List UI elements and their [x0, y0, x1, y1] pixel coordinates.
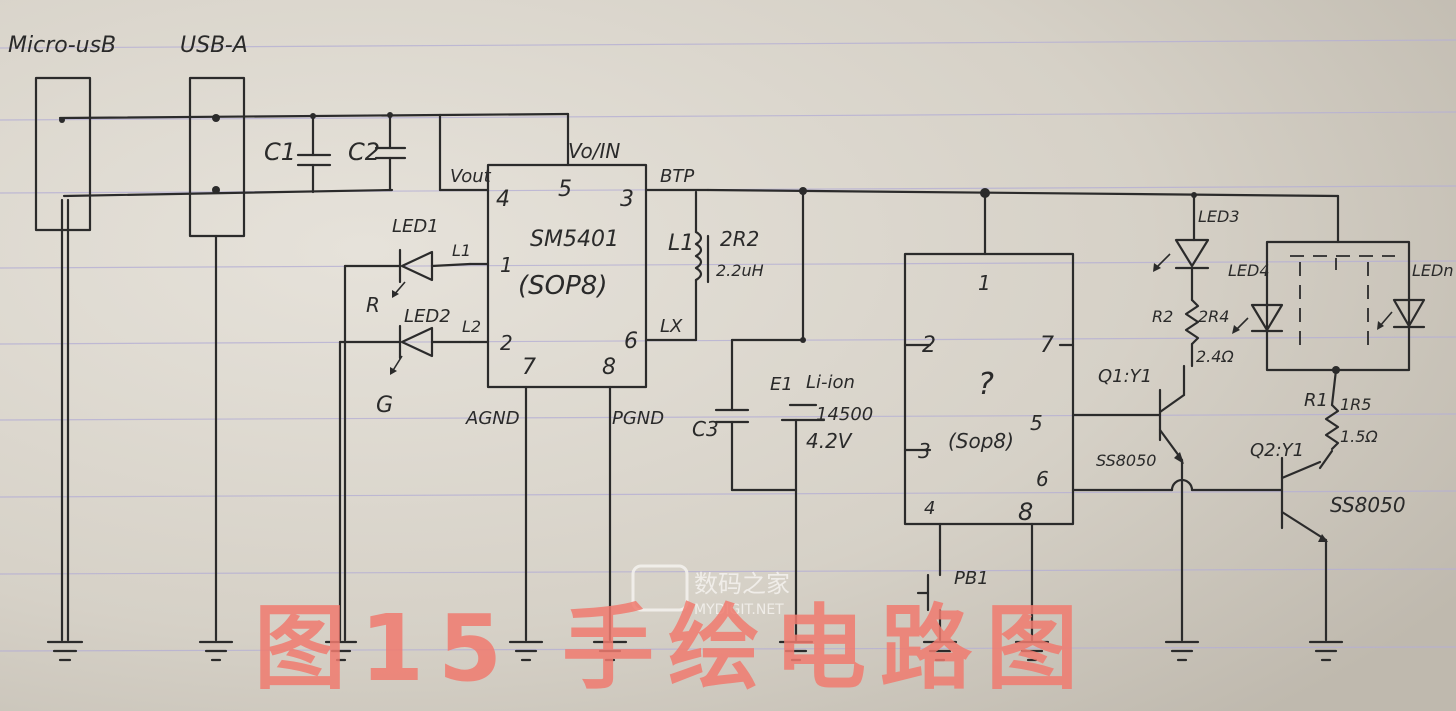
ic1-pin1: 1 — [500, 253, 513, 277]
battery-and-c3 — [714, 189, 826, 642]
transistor-q1 — [1158, 388, 1184, 642]
label-r1-code: 1R5 — [1340, 395, 1371, 414]
label-r2-code: 2R4 — [1198, 307, 1229, 326]
label-usb-a: USB-A — [180, 33, 248, 58]
label-led-g: G — [376, 393, 393, 418]
label-btp: BTP — [660, 166, 694, 187]
label-inductor-value: 2.2uH — [716, 261, 764, 280]
watermark-en: MYDIGIT.NET — [694, 602, 784, 618]
vbus-rail — [58, 112, 570, 198]
label-inductor-code: 2R2 — [720, 227, 759, 251]
label-l1-net: L1 — [452, 241, 471, 260]
label-led1: LED1 — [392, 216, 439, 237]
label-q1-part: SS8050 — [1096, 451, 1156, 470]
ic-sm5401 — [468, 163, 710, 642]
label-battery-type: Li-ion — [806, 372, 855, 393]
ic2-pin6: 6 — [1036, 467, 1049, 491]
ic2-unknown: ? — [978, 367, 994, 402]
watermark-cn: 数码之家 — [694, 570, 790, 598]
capacitor-c2 — [374, 113, 407, 192]
label-e1: E1 — [770, 374, 793, 395]
pushbutton-pb1 — [916, 558, 942, 642]
led2-green — [338, 324, 472, 642]
ic-unknown-sop8 — [903, 191, 1284, 642]
label-pgnd: PGND — [612, 408, 664, 429]
label-c3: C3 — [692, 417, 719, 441]
ic1-pin2: 2 — [500, 331, 513, 355]
ic1-pin3: 3 — [620, 187, 634, 212]
ground-symbols — [46, 640, 1344, 662]
label-lx: LX — [660, 316, 683, 337]
label-battery-size: 14500 — [816, 404, 873, 425]
label-r1-value: 1.5Ω — [1340, 427, 1378, 446]
ic1-pin6: 6 — [624, 329, 638, 354]
label-led4: LED4 — [1228, 261, 1270, 280]
label-led-r: R — [366, 293, 380, 317]
ic2-pin1: 1 — [978, 271, 991, 295]
ic2-pin3: 3 — [918, 439, 931, 463]
led3 — [1153, 193, 1210, 302]
ic1-pin8: 8 — [602, 355, 616, 380]
label-r2-value: 2.4Ω — [1196, 347, 1234, 366]
inductor-l1 — [694, 190, 710, 342]
label-r2: R2 — [1152, 307, 1173, 326]
led1-red — [343, 248, 472, 642]
label-vout: Vout — [450, 166, 492, 187]
label-q2: Q2:Y1 — [1250, 440, 1304, 461]
label-led2: LED2 — [404, 306, 451, 327]
label-micro-usb: Micro-usB — [8, 33, 116, 58]
ic2-pin5: 5 — [1030, 411, 1043, 435]
figure-caption: 图15 手绘电路图 — [254, 595, 1092, 702]
label-inductor: L1 — [668, 231, 694, 256]
led-array — [1232, 240, 1426, 374]
usb-a-connector — [188, 76, 246, 642]
label-l2-net: L2 — [462, 317, 481, 336]
ic1-pin5: 5 — [558, 177, 572, 202]
label-agnd: AGND — [465, 408, 520, 429]
label-r1: R1 — [1304, 390, 1328, 411]
resistor-r2 — [1158, 298, 1200, 414]
ic2-package: (Sop8) — [948, 429, 1014, 453]
ic2-pin2: 2 — [922, 333, 936, 358]
ic1-name: SM5401 — [530, 227, 619, 252]
component-labels: Micro-usB USB-A C1 C2 Vout Vo/IN BTP 4 5… — [8, 33, 1453, 589]
ic2-pin4: 4 — [924, 498, 935, 519]
label-q1: Q1:Y1 — [1098, 366, 1152, 387]
micro-usb-connector — [34, 76, 92, 642]
watermark-logo-icon — [631, 564, 689, 612]
label-c2: C2 — [348, 138, 380, 166]
label-pb1: PB1 — [954, 568, 989, 589]
ic1-pin7: 7 — [522, 355, 536, 380]
watermark: 数码之家 MYDIGIT.NET — [631, 564, 790, 618]
label-q2-part: SS8050 — [1330, 493, 1406, 517]
resistor-r1 — [1318, 368, 1340, 470]
ic2-pin7: 7 — [1040, 333, 1054, 358]
ic1-package: (SOP8) — [518, 271, 607, 301]
label-led-m: LEDn — [1412, 261, 1453, 280]
label-c1: C1 — [264, 138, 296, 166]
label-led3: LED3 — [1198, 207, 1240, 226]
transistor-q2 — [1280, 456, 1328, 642]
label-vo-in: Vo/IN — [568, 139, 620, 163]
capacitor-c1 — [296, 114, 332, 194]
ic2-pin8: 8 — [1018, 498, 1033, 526]
ic1-pin4: 4 — [496, 187, 510, 212]
label-battery-voltage: 4.2V — [806, 429, 853, 453]
